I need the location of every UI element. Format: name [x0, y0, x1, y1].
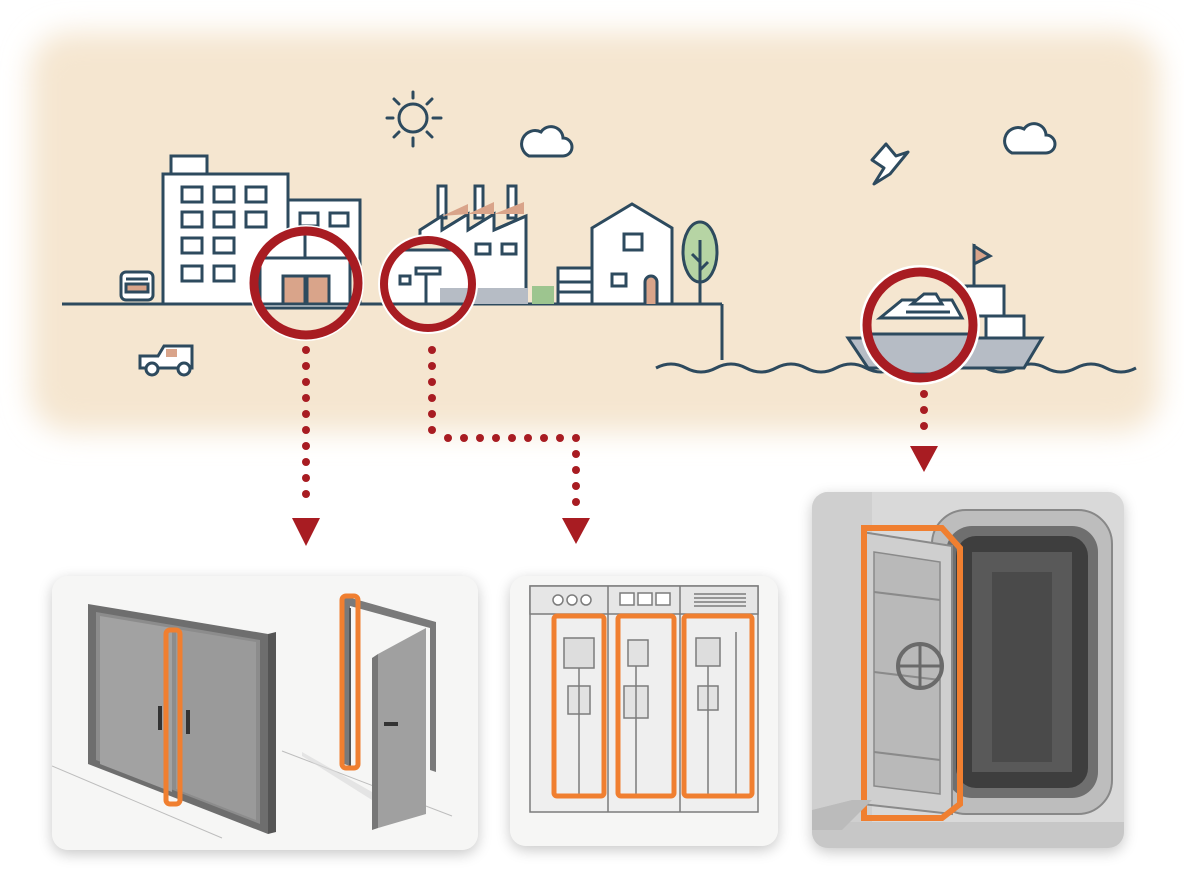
- switch-cabinet: [529, 585, 759, 813]
- hatch-card: [812, 492, 1124, 848]
- flag-icon: [972, 243, 994, 267]
- seal-highlight: [551, 613, 755, 799]
- sun-icon: [385, 90, 443, 148]
- bird-icon: [870, 142, 910, 186]
- seal-highlight: [339, 593, 361, 771]
- callout-ship-cabin: [860, 265, 980, 385]
- house-icon: [590, 202, 674, 306]
- callout-factory-entrance: [378, 234, 478, 334]
- arrow-down-icon: [292, 518, 320, 546]
- watertight-hatch-door: [812, 509, 1124, 848]
- cloud-icon: [1003, 122, 1057, 155]
- cloud-icon: [520, 125, 574, 158]
- callout-building-entrance: [248, 225, 364, 341]
- arrow-down-icon: [910, 446, 938, 472]
- double-door: [88, 604, 276, 834]
- seal-highlight: [163, 627, 183, 807]
- connector-hatch: [910, 390, 938, 472]
- connector-cabinet: [428, 346, 590, 544]
- car-icon: [138, 344, 194, 377]
- door-card: [52, 576, 478, 850]
- single-door: [302, 593, 436, 830]
- tree-icon: [681, 220, 719, 304]
- connector-door: [292, 346, 320, 546]
- seal-highlight: [861, 525, 963, 821]
- arrow-down-icon: [562, 518, 590, 544]
- cabinet-card: [510, 576, 778, 846]
- bus-icon: [119, 270, 155, 302]
